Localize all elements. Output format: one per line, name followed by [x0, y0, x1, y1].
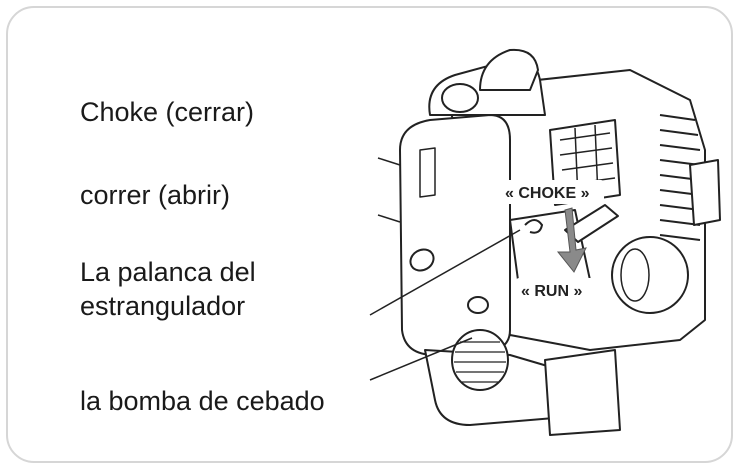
leader-run [377, 214, 401, 223]
leader-choke [377, 157, 401, 166]
air-filter-cover [399, 114, 511, 356]
fuel-cap-knob [611, 236, 689, 314]
side-tab [689, 159, 721, 226]
primer-stem [467, 296, 489, 314]
label-run-open: correr (abrir) [80, 180, 231, 210]
label-choke-lever-line2: estrangulador [80, 291, 246, 321]
run-tag: « RUN » [521, 283, 582, 300]
base-foot [544, 349, 621, 436]
engine-illustration: « CHOKE » « RUN » [369, 48, 721, 436]
label-choke-closed: Choke (cerrar) [80, 97, 255, 127]
spark-plug-cap [479, 48, 539, 91]
plug-boot [441, 83, 479, 113]
label-choke-lever: La palanca del estrangulador [80, 255, 256, 323]
choke-tag: « CHOKE » [505, 185, 590, 202]
knob-rim [620, 248, 650, 302]
choke-tag-bg [500, 180, 604, 204]
choke-arrow [556, 207, 587, 273]
cover-knob [409, 248, 435, 272]
primer-bulb [451, 329, 509, 391]
label-primer-bulb: la bomba de cebado [80, 386, 325, 416]
leader-lever [369, 229, 521, 316]
label-choke-lever-line1: La palanca del [80, 257, 256, 287]
run-tag-bg [516, 278, 602, 302]
cover-slot [419, 147, 436, 198]
primer-ridges [454, 341, 506, 383]
leader-primer [369, 337, 473, 381]
choke-hook [524, 219, 544, 234]
